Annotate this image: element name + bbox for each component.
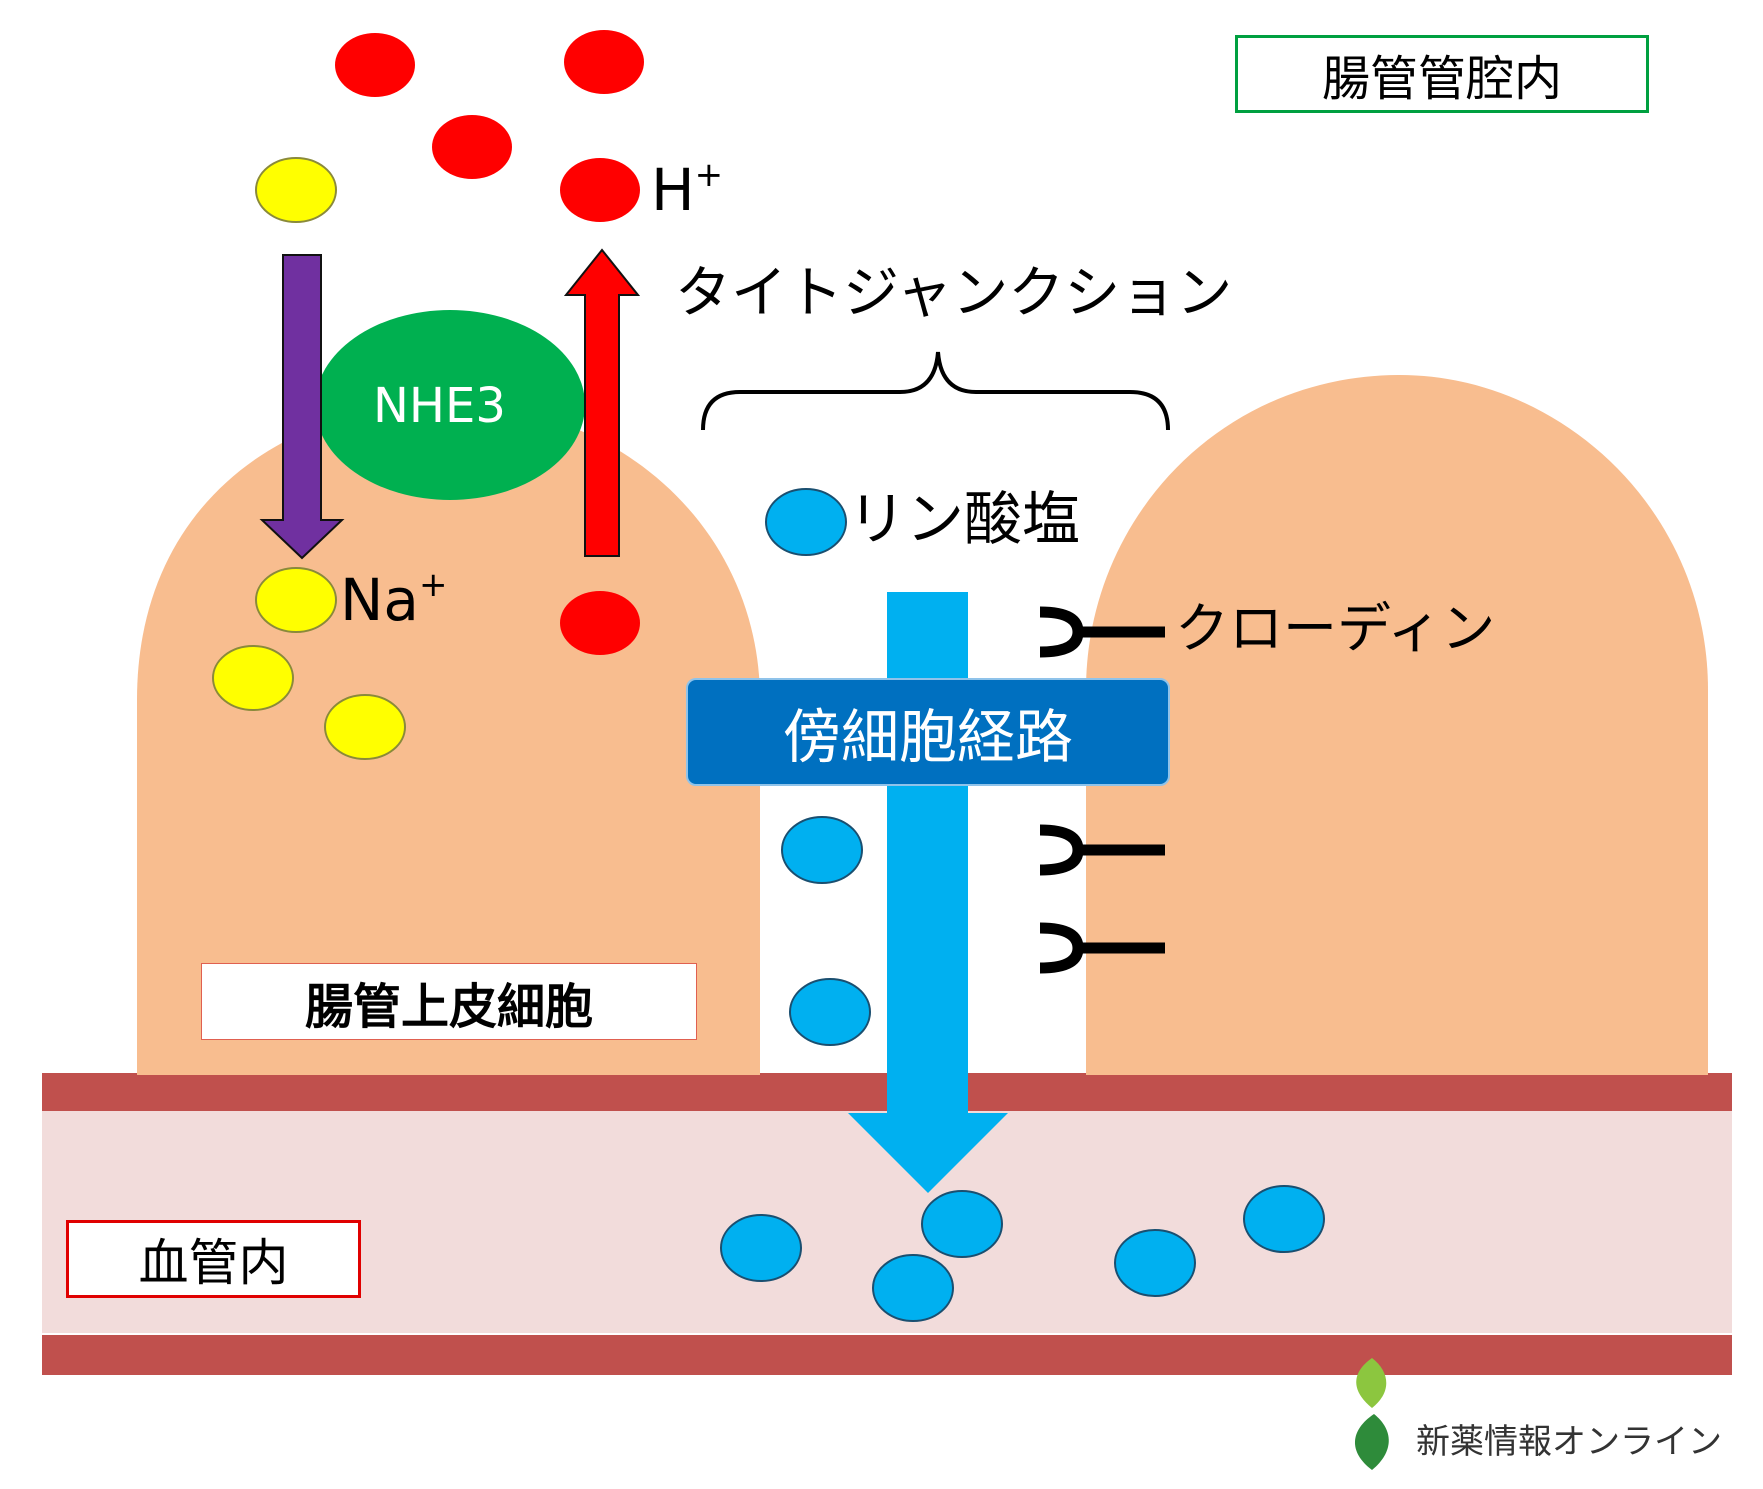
claudin-connector bbox=[1039, 606, 1165, 658]
logo-leaf-icon bbox=[1354, 1358, 1389, 1470]
site-logo: 新薬情報オンライン bbox=[1416, 1414, 1722, 1463]
paracellular-pathway-label: 傍細胞経路 bbox=[782, 703, 1073, 771]
phosphate-ion bbox=[1114, 1229, 1196, 1297]
logo-text: 新薬情報オンライン bbox=[1416, 1422, 1722, 1462]
hydrogen-ion bbox=[335, 33, 415, 97]
phosphate-ion bbox=[765, 488, 847, 556]
tight-junction-brace bbox=[701, 351, 1170, 431]
claudin-connector bbox=[1039, 922, 1165, 974]
hydrogen-symbol: H bbox=[651, 156, 695, 224]
epithelial-label-box: 腸管上皮細胞 bbox=[201, 963, 697, 1040]
claudin-label: クローディン bbox=[1175, 597, 1496, 660]
epithelial-label: 腸管上皮細胞 bbox=[304, 978, 593, 1035]
phosphate-ion bbox=[1243, 1185, 1325, 1253]
phosphate-ion bbox=[872, 1254, 954, 1322]
sodium-ion bbox=[255, 567, 337, 633]
lumen-label-box: 腸管管腔内 bbox=[1235, 35, 1649, 113]
vessel-wall-bottom bbox=[42, 1335, 1732, 1375]
hydrogen-arrow bbox=[563, 248, 641, 557]
lumen-label: 腸管管腔内 bbox=[1321, 51, 1562, 107]
hydrogen-ion bbox=[560, 158, 640, 222]
nhe3-transporter bbox=[315, 310, 585, 500]
sodium-symbol: Na bbox=[340, 566, 419, 634]
blood-vessel-label: 血管内 bbox=[138, 1234, 289, 1292]
phosphate-label: リン酸塩 bbox=[848, 485, 1081, 553]
sodium-ion bbox=[324, 694, 406, 760]
tight-junction-label: タイトジャンクション bbox=[675, 261, 1233, 326]
phosphate-ion bbox=[789, 978, 871, 1046]
hydrogen-ion bbox=[432, 115, 512, 179]
claudin-connector bbox=[1039, 824, 1165, 876]
hydrogen-ion bbox=[564, 30, 644, 94]
phosphate-ion bbox=[781, 816, 863, 884]
phosphate-ion bbox=[921, 1190, 1003, 1258]
sodium-ion bbox=[255, 157, 337, 223]
right-epithelial-cell bbox=[1086, 375, 1708, 1075]
nhe3-label: NHE3 bbox=[373, 378, 506, 434]
sodium-arrow bbox=[259, 254, 345, 560]
hydrogen-label: H+ bbox=[651, 158, 723, 219]
blood-vessel-label-box: 血管内 bbox=[66, 1220, 361, 1298]
sodium-label: Na+ bbox=[340, 568, 447, 629]
phosphate-ion bbox=[720, 1214, 802, 1282]
hydrogen-ion bbox=[560, 591, 640, 655]
sodium-ion bbox=[212, 645, 294, 711]
paracellular-pathway-label-box: 傍細胞経路 bbox=[686, 678, 1170, 786]
hydrogen-charge: + bbox=[694, 155, 724, 195]
sodium-charge: + bbox=[418, 565, 448, 605]
